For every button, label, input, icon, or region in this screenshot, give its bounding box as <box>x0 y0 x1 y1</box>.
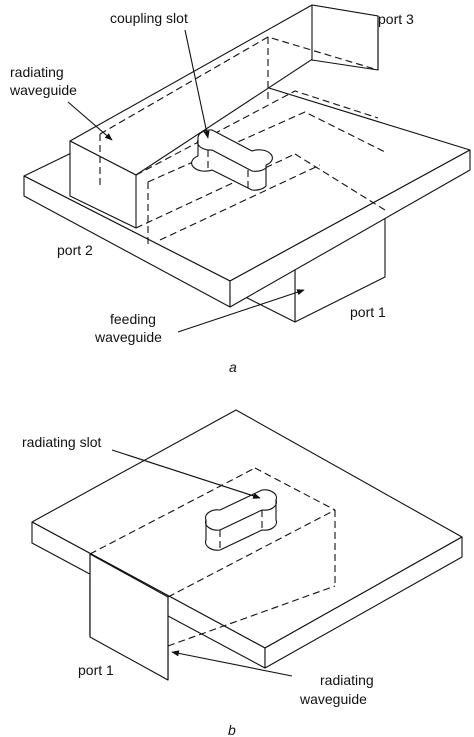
coupling-slot-shape <box>191 129 273 191</box>
label-radiating-slot: radiating slot <box>22 434 101 450</box>
label-feeding-waveguide-2: waveguide <box>94 329 162 345</box>
label-radiating-waveguide-2: waveguide <box>9 82 77 98</box>
radiating-slot-shape <box>205 489 277 551</box>
figure-b: radiating slot port 1 radiating waveguid… <box>22 409 463 737</box>
arrow-radiating-waveguide-b <box>171 650 293 677</box>
sublabel-b: b <box>228 722 236 737</box>
hidden-edges-b <box>89 467 336 647</box>
arrow-radiating-waveguide <box>67 101 113 141</box>
radiating-waveguide-box <box>69 4 379 229</box>
sublabel-a: a <box>229 359 237 375</box>
label-port1-a: port 1 <box>350 304 386 320</box>
label-port3: port 3 <box>378 11 414 27</box>
label-radiating-waveguide-b-2: waveguide <box>299 691 367 707</box>
label-radiating-waveguide-b-1: radiating <box>320 672 374 688</box>
arrow-radiating-slot <box>111 449 261 499</box>
label-radiating-waveguide-1: radiating <box>10 64 64 80</box>
label-port1-b: port 1 <box>78 662 114 678</box>
figure-a: coupling slot port 3 radiating waveguide… <box>9 4 471 375</box>
radiating-waveguide-front <box>89 553 169 681</box>
label-feeding-waveguide-1: feeding <box>110 311 156 327</box>
label-coupling-slot: coupling slot <box>110 10 188 26</box>
arrow-feeding-waveguide <box>177 289 305 333</box>
label-port2: port 2 <box>57 242 93 258</box>
arrow-coupling-slot <box>184 29 210 139</box>
